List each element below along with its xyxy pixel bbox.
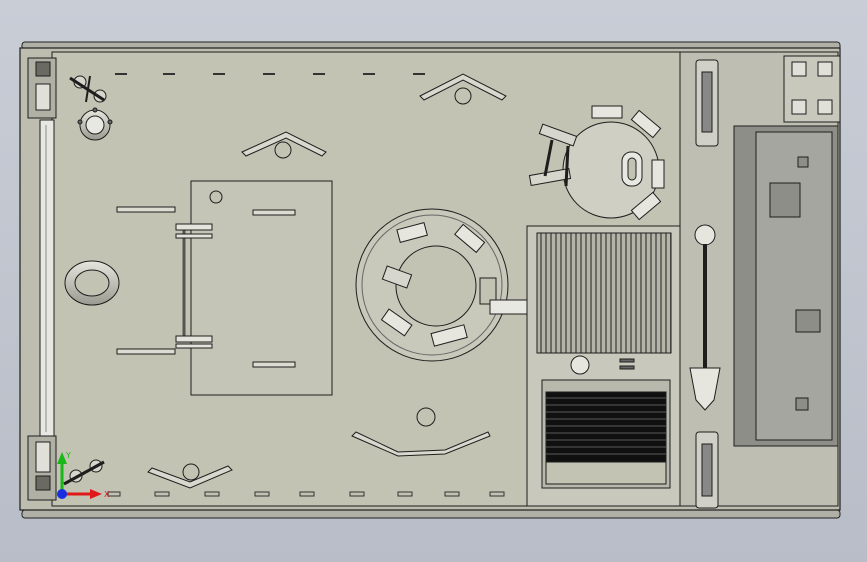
shovel-tool	[689, 224, 721, 411]
cupola	[528, 105, 665, 221]
engine-grille-lower	[541, 379, 671, 489]
bottom-weld-marks	[107, 491, 505, 497]
axis-triad: Y X	[57, 451, 110, 499]
turret-ring	[355, 208, 509, 362]
y-axis-label: Y	[65, 451, 71, 460]
periscope-ring	[77, 107, 113, 141]
towing-hook-bottom	[63, 459, 105, 486]
exhaust-box	[733, 125, 839, 447]
front-plate	[27, 57, 57, 501]
rear-idlers	[695, 55, 841, 509]
chevron-deflectors	[147, 73, 507, 489]
towing-hook-top	[69, 75, 107, 103]
x-axis-label: X	[104, 490, 110, 499]
crew-hatch	[116, 180, 333, 396]
driver-hatch-ring	[64, 260, 120, 306]
